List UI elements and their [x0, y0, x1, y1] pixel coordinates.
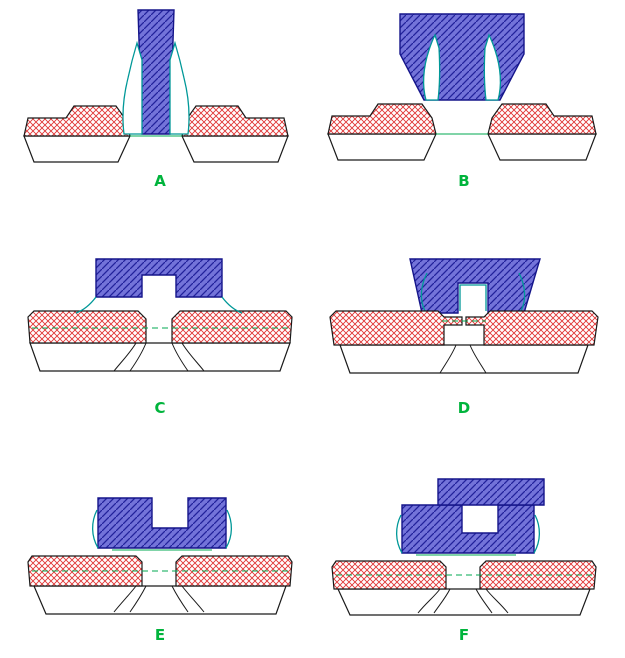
source-drain [27, 310, 293, 344]
spacer-curve-right [533, 514, 541, 554]
spacer-curve-left [420, 272, 428, 312]
source-drain-right [181, 105, 289, 137]
spacer-left [422, 33, 441, 101]
isolation-curve-left-inner [433, 588, 451, 614]
isolation-curve-left [439, 344, 457, 374]
spacers [420, 272, 526, 312]
figure-e-drawing [27, 497, 293, 615]
substrate-base [339, 344, 589, 374]
isolation-curve-right-outer [181, 342, 205, 372]
figure-d-drawing [329, 258, 599, 374]
figure-a-label: A [154, 172, 167, 190]
substrate-base [337, 588, 591, 616]
spacer-right [483, 33, 502, 101]
spacers [395, 514, 541, 554]
gate-electrode [95, 258, 223, 298]
substrate [327, 133, 597, 161]
spacer-curve-right [225, 509, 233, 549]
spacer-right [169, 40, 190, 135]
spacer-left [122, 40, 143, 135]
source-drain-right [171, 310, 293, 344]
substrate [337, 588, 591, 616]
isolation-curve-right-outer [181, 585, 205, 613]
figure-b: B [322, 8, 607, 190]
substrate [339, 344, 589, 374]
isolation-curve-right-outer [485, 588, 509, 614]
figure-c-drawing [27, 258, 293, 372]
source-drain-right [487, 103, 597, 135]
isolation-curve-left-outer [113, 585, 137, 613]
isolation-curve-right-inner [171, 342, 189, 372]
substrate-right [181, 135, 289, 163]
isolation-curve-left-outer [417, 588, 441, 614]
substrate [29, 342, 291, 372]
spacers [122, 40, 190, 135]
figure-f-drawing [331, 478, 597, 616]
source-drain [329, 310, 599, 346]
isolation-curve-left-outer [113, 342, 137, 372]
source-drain-left [329, 310, 463, 346]
figure-d-label: D [457, 399, 472, 417]
source-drain-left [27, 310, 147, 344]
spacer-curve-left [91, 509, 99, 549]
spacers [75, 296, 243, 314]
figure-c-label: C [154, 399, 167, 417]
substrate-left [327, 133, 437, 161]
substrate-base [29, 342, 291, 372]
figure-b-label: B [458, 172, 471, 190]
gate-electrode [401, 504, 535, 554]
gate-notch-liner [459, 284, 487, 311]
figure-f-label: F [458, 626, 471, 644]
gate-electrode [399, 13, 525, 101]
source-drain-left [327, 103, 437, 135]
spacers [91, 509, 233, 549]
figure-e-label: E [154, 626, 167, 644]
gate-electrode [97, 497, 227, 549]
figure-e: E [18, 482, 303, 644]
source-drain [23, 105, 289, 137]
substrate-right [487, 133, 597, 161]
figure-a: A [18, 8, 303, 190]
figure-c: C [18, 255, 303, 417]
spacer-curve-right [221, 296, 243, 314]
substrate-base [33, 585, 287, 615]
spacers [422, 33, 502, 101]
figure-d: D [322, 255, 607, 417]
figure-a-drawing [23, 9, 289, 163]
spacer-curve-right [518, 272, 526, 312]
isolation-curve-right [469, 344, 487, 374]
isolation-curve-right-inner [171, 585, 189, 613]
substrate [23, 135, 289, 163]
isolation-curve-left-inner [129, 342, 147, 372]
gate-electrode [137, 9, 175, 135]
isolation-curve-left-inner [129, 585, 147, 613]
source-drain-right [465, 310, 599, 346]
source-drain [327, 103, 597, 135]
source-drain-left [23, 105, 131, 137]
spacer-curve-left [75, 296, 97, 314]
figure-f: F [322, 477, 607, 644]
isolation-curve-right-inner [475, 588, 493, 614]
gate-electrode [409, 258, 541, 314]
gate-contact-plug [437, 478, 545, 506]
substrate [33, 585, 287, 615]
substrate-left [23, 135, 131, 163]
figure-b-drawing [327, 13, 597, 161]
spacer-curve-left [395, 514, 403, 554]
